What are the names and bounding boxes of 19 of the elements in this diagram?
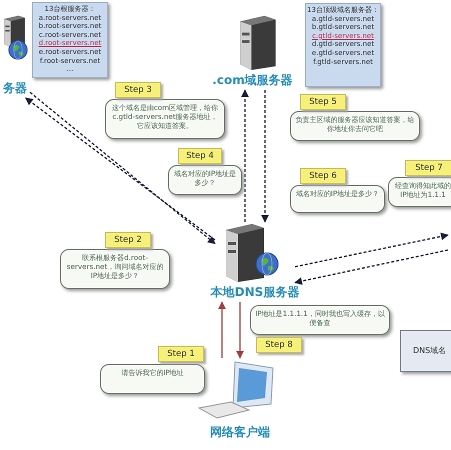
step-tag: Step 8 [256, 337, 302, 353]
server-label: 务器 [2, 80, 28, 97]
arrow [294, 249, 448, 285]
step-tag: Step 7 [405, 160, 451, 176]
arrow [218, 301, 226, 358]
step-tag: Step 5 [300, 94, 346, 110]
client-label: 网络客户端 [209, 424, 271, 441]
label-box: DNS域名 [400, 330, 451, 372]
step-tag: Step 2 [105, 232, 151, 248]
step-tag: Step 4 [178, 148, 222, 164]
step-tag: Step 6 [300, 168, 346, 184]
step-tag: Step 3 [115, 82, 161, 98]
arrow [236, 302, 244, 359]
step-tag: Step 1 [158, 346, 204, 362]
server-label: .com域服务器 [211, 72, 294, 89]
arrow [241, 89, 249, 222]
arrow [261, 90, 269, 223]
server-label: 本地DNS服务器 [209, 284, 300, 301]
arrow [294, 232, 449, 268]
